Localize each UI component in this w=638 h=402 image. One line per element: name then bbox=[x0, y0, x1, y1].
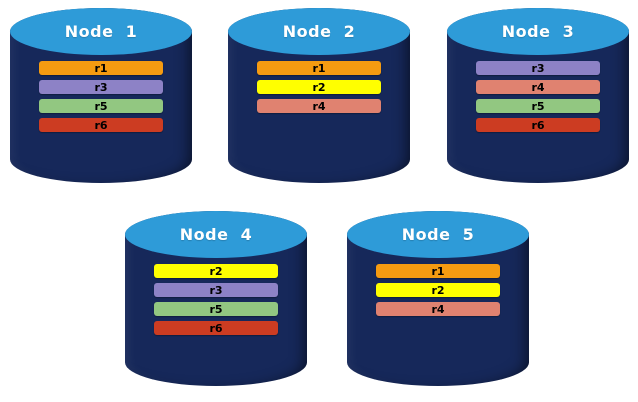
replica-list: r1 r2 r4 bbox=[376, 264, 500, 317]
replica-list: r1 r3 r5 r6 bbox=[39, 61, 163, 133]
replica-bar-r5[interactable]: r5 bbox=[154, 302, 278, 317]
cylinder-top-disc-icon bbox=[447, 8, 629, 56]
replica-bar-r3[interactable]: r3 bbox=[39, 80, 163, 95]
replica-bar-r6[interactable]: r6 bbox=[39, 118, 163, 133]
replica-bar-r6[interactable]: r6 bbox=[154, 321, 278, 336]
replica-bar-r1[interactable]: r1 bbox=[257, 61, 381, 76]
cylinder-top-disc-icon bbox=[125, 211, 307, 259]
replica-bar-r3[interactable]: r3 bbox=[154, 283, 278, 298]
replica-bar-r1[interactable]: r1 bbox=[39, 61, 163, 76]
replica-bar-r5[interactable]: r5 bbox=[39, 99, 163, 114]
replica-bar-r4[interactable]: r4 bbox=[476, 80, 600, 95]
replica-bar-r3[interactable]: r3 bbox=[476, 61, 600, 76]
replica-bar-r1[interactable]: r1 bbox=[376, 264, 500, 279]
replica-bar-r2[interactable]: r2 bbox=[154, 264, 278, 279]
replica-bar-r4[interactable]: r4 bbox=[376, 302, 500, 317]
cylinder-top-disc-icon bbox=[10, 8, 192, 56]
replica-list: r1 r2 r4 bbox=[257, 61, 381, 114]
replica-bar-r6[interactable]: r6 bbox=[476, 118, 600, 133]
replica-bar-r2[interactable]: r2 bbox=[376, 283, 500, 298]
cylinder-top-disc-icon bbox=[228, 8, 410, 56]
cylinder-top-disc-icon bbox=[347, 211, 529, 259]
replica-bar-r2[interactable]: r2 bbox=[257, 80, 381, 95]
replica-bar-r4[interactable]: r4 bbox=[257, 99, 381, 114]
replica-list: r2 r3 r5 r6 bbox=[154, 264, 278, 336]
replica-list: r3 r4 r5 r6 bbox=[476, 61, 600, 133]
replica-bar-r5[interactable]: r5 bbox=[476, 99, 600, 114]
